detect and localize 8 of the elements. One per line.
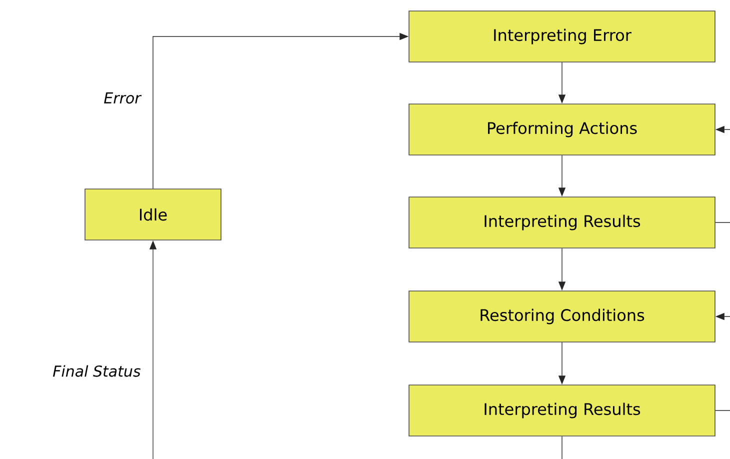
state-box: Performing Actions <box>408 104 716 156</box>
edge-label: Error <box>104 92 142 104</box>
state-box: Interpreting Results <box>408 196 716 248</box>
state-box: Idle <box>84 188 222 240</box>
edge-label: Final Status <box>52 365 140 377</box>
state-box: Interpreting Results <box>408 384 716 436</box>
state-box: Interpreting Error <box>408 10 716 62</box>
state-box: Restoring Conditions <box>408 290 716 342</box>
